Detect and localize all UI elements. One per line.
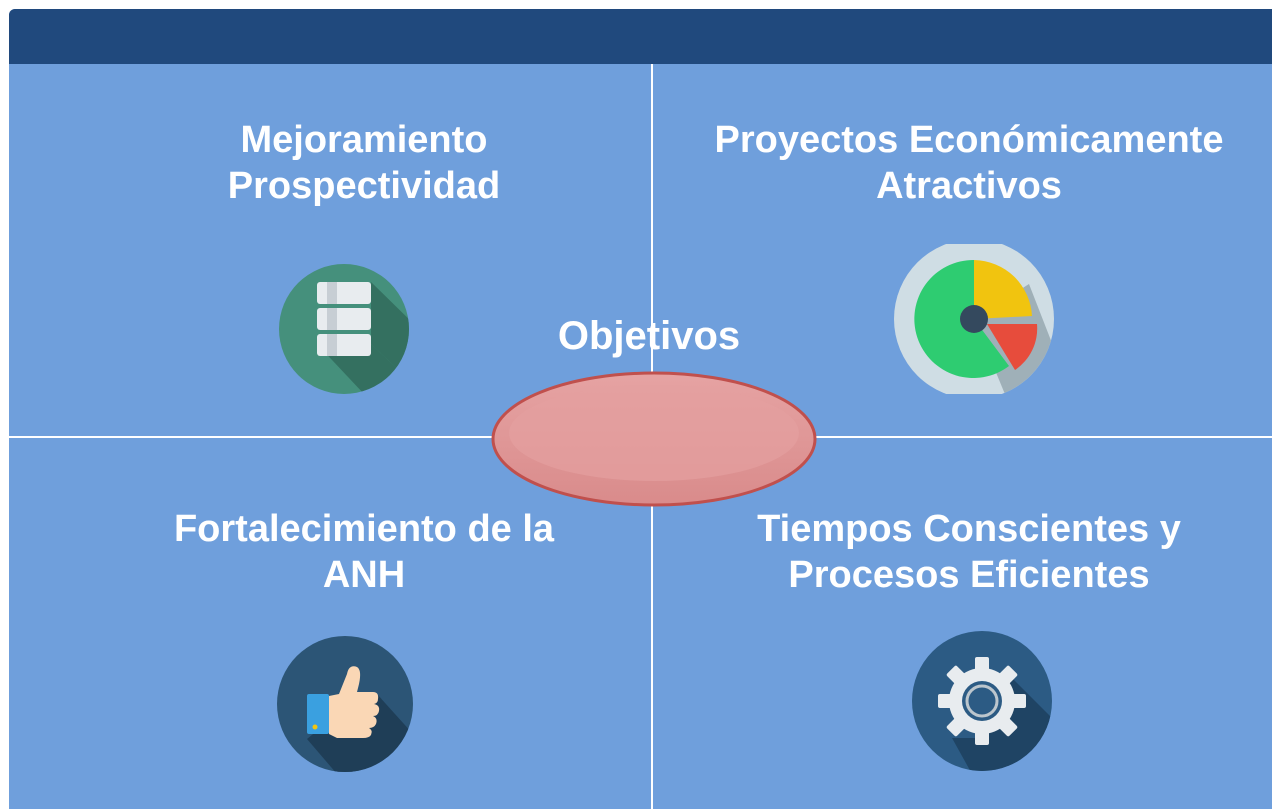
quadrant-title-fortalecimiento: Fortalecimiento de la ANH — [49, 506, 679, 598]
quadrant-title-line: Tiempos Conscientes y — [757, 508, 1181, 550]
quadrant-title-line: Mejoramiento — [240, 119, 488, 161]
header-bar — [9, 9, 1272, 64]
quadrant-title-line: Procesos Eficientes — [788, 554, 1150, 596]
center-oval — [491, 371, 817, 507]
quadrant-title-tiempos: Tiempos Conscientes y Procesos Eficiente… — [659, 506, 1272, 598]
diagram-panel: Mejoramiento Prospectividad Proyectos Ec… — [9, 9, 1272, 809]
gear-icon — [912, 631, 1052, 771]
server-stack-icon — [279, 264, 409, 394]
pie-chart-icon — [894, 244, 1054, 394]
center-label: Objetivos — [557, 314, 741, 358]
quadrant-title-line: Prospectividad — [227, 165, 501, 207]
thumbs-up-icon — [277, 636, 413, 772]
quadrant-title-proyectos: Proyectos Económicamente Atractivos — [659, 117, 1272, 209]
quadrant-title-line: Atractivos — [876, 165, 1062, 207]
quadrant-title-line: ANH — [322, 554, 406, 596]
quadrant-title-line: Fortalecimiento de la — [173, 508, 555, 550]
quadrant-title-mejoramiento: Mejoramiento Prospectividad — [49, 117, 679, 209]
quadrant-title-line: Proyectos Económicamente — [714, 119, 1224, 161]
